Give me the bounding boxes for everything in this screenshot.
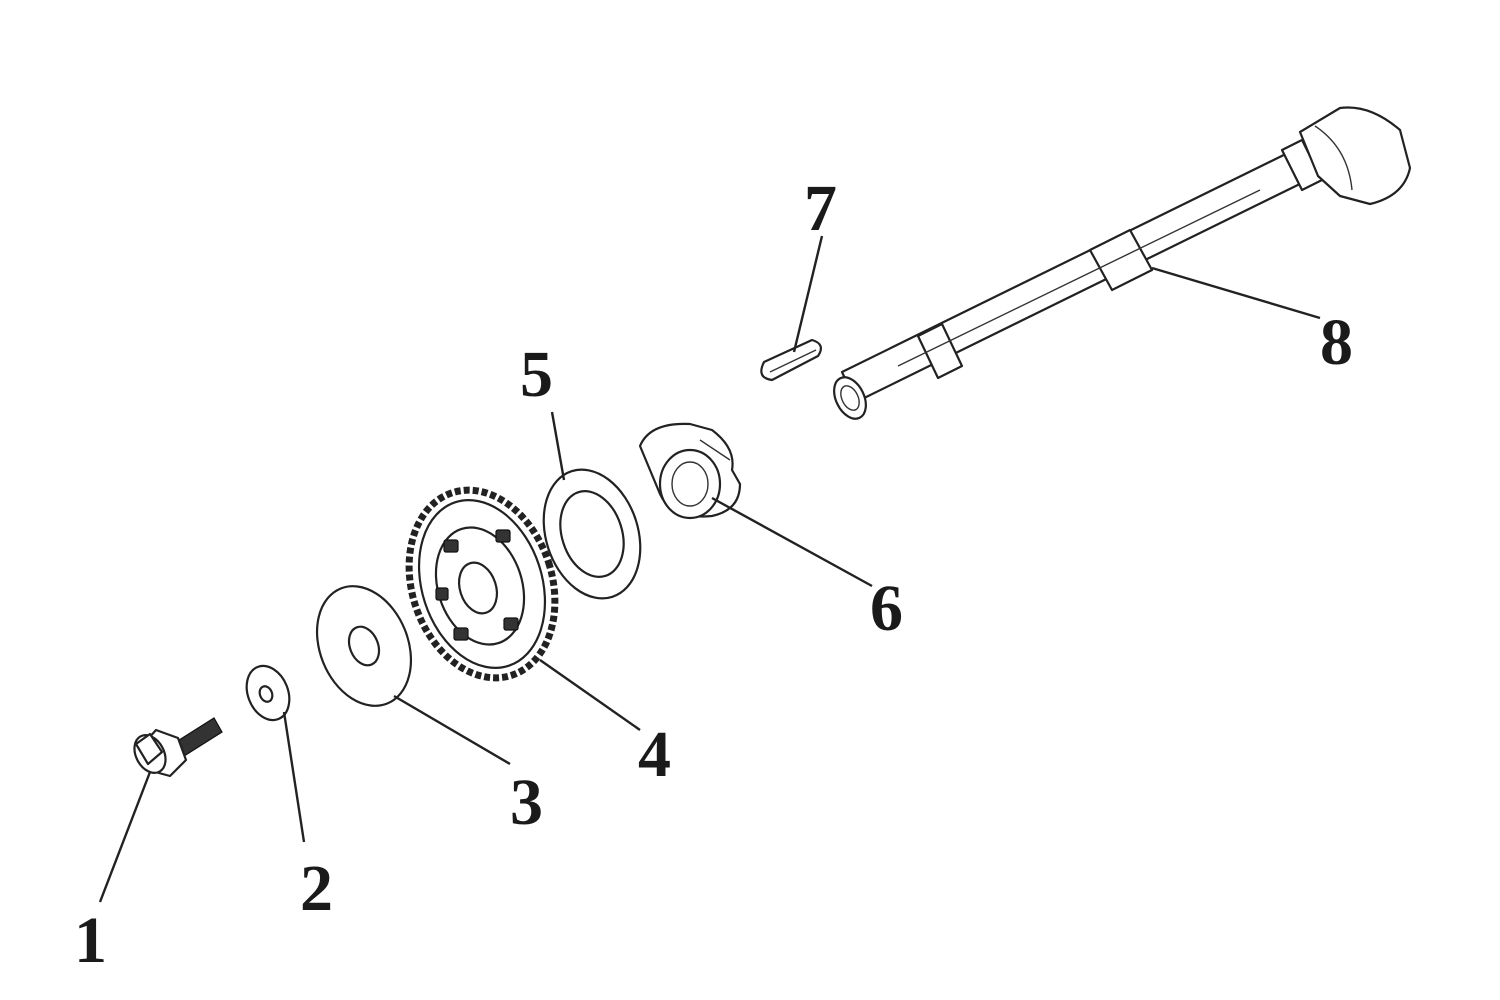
- callout-5: 5: [520, 338, 553, 411]
- leader-lines: [98, 235, 1321, 903]
- leader-5: [550, 411, 566, 481]
- callout-1: 1: [74, 904, 107, 977]
- callout-3: 3: [510, 766, 543, 839]
- part-8-shaft: [833, 106, 1412, 420]
- part-2-washer: [245, 664, 291, 722]
- leader-7: [792, 235, 824, 353]
- leader-8: [1151, 266, 1321, 320]
- callout-7: 7: [804, 172, 837, 245]
- part-6-cam: [638, 422, 742, 520]
- part-4-gear: [405, 486, 559, 682]
- part-7-key: [760, 338, 822, 382]
- part-1-bolt: [133, 717, 223, 778]
- callout-8: 8: [1320, 306, 1353, 379]
- callout-4: 4: [638, 718, 671, 791]
- leader-1: [98, 771, 152, 903]
- callout-2: 2: [300, 852, 333, 925]
- leader-6: [711, 496, 873, 588]
- part-3-washer: [315, 585, 413, 707]
- callout-numbers: 1 2 3 4 5 6 7 8: [74, 172, 1353, 977]
- leader-4: [539, 659, 641, 731]
- leader-3: [393, 694, 511, 766]
- part-5-washer: [542, 468, 642, 600]
- callout-6: 6: [870, 572, 903, 645]
- leader-2: [282, 711, 306, 843]
